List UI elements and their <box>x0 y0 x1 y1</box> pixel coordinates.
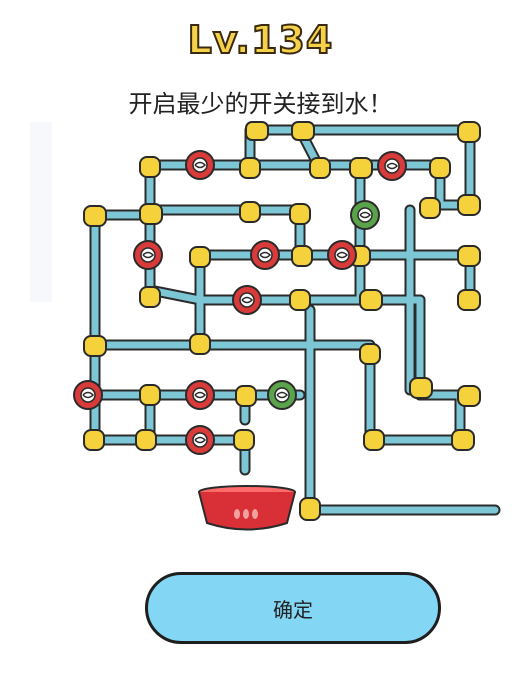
pipe-joints <box>83 121 481 521</box>
instruction-text: 开启最少的开关接到水！ <box>128 90 393 118</box>
level-title: Lv.134 <box>187 17 334 63</box>
confirm-button[interactable]: 确定 <box>145 572 441 644</box>
valve-10[interactable] <box>267 380 297 410</box>
pipe-network-fill <box>81 126 499 514</box>
valve-11[interactable] <box>185 425 215 455</box>
valve-8[interactable] <box>73 380 103 410</box>
valve-4[interactable] <box>133 240 163 270</box>
red-bowl <box>198 485 296 531</box>
valve-7[interactable] <box>232 285 262 315</box>
valve-2[interactable] <box>377 151 407 181</box>
valve-1[interactable] <box>185 150 215 180</box>
valve-5[interactable] <box>250 240 280 270</box>
valve-6[interactable] <box>327 240 357 270</box>
valve-9[interactable] <box>185 380 215 410</box>
valve-3[interactable] <box>350 200 380 230</box>
